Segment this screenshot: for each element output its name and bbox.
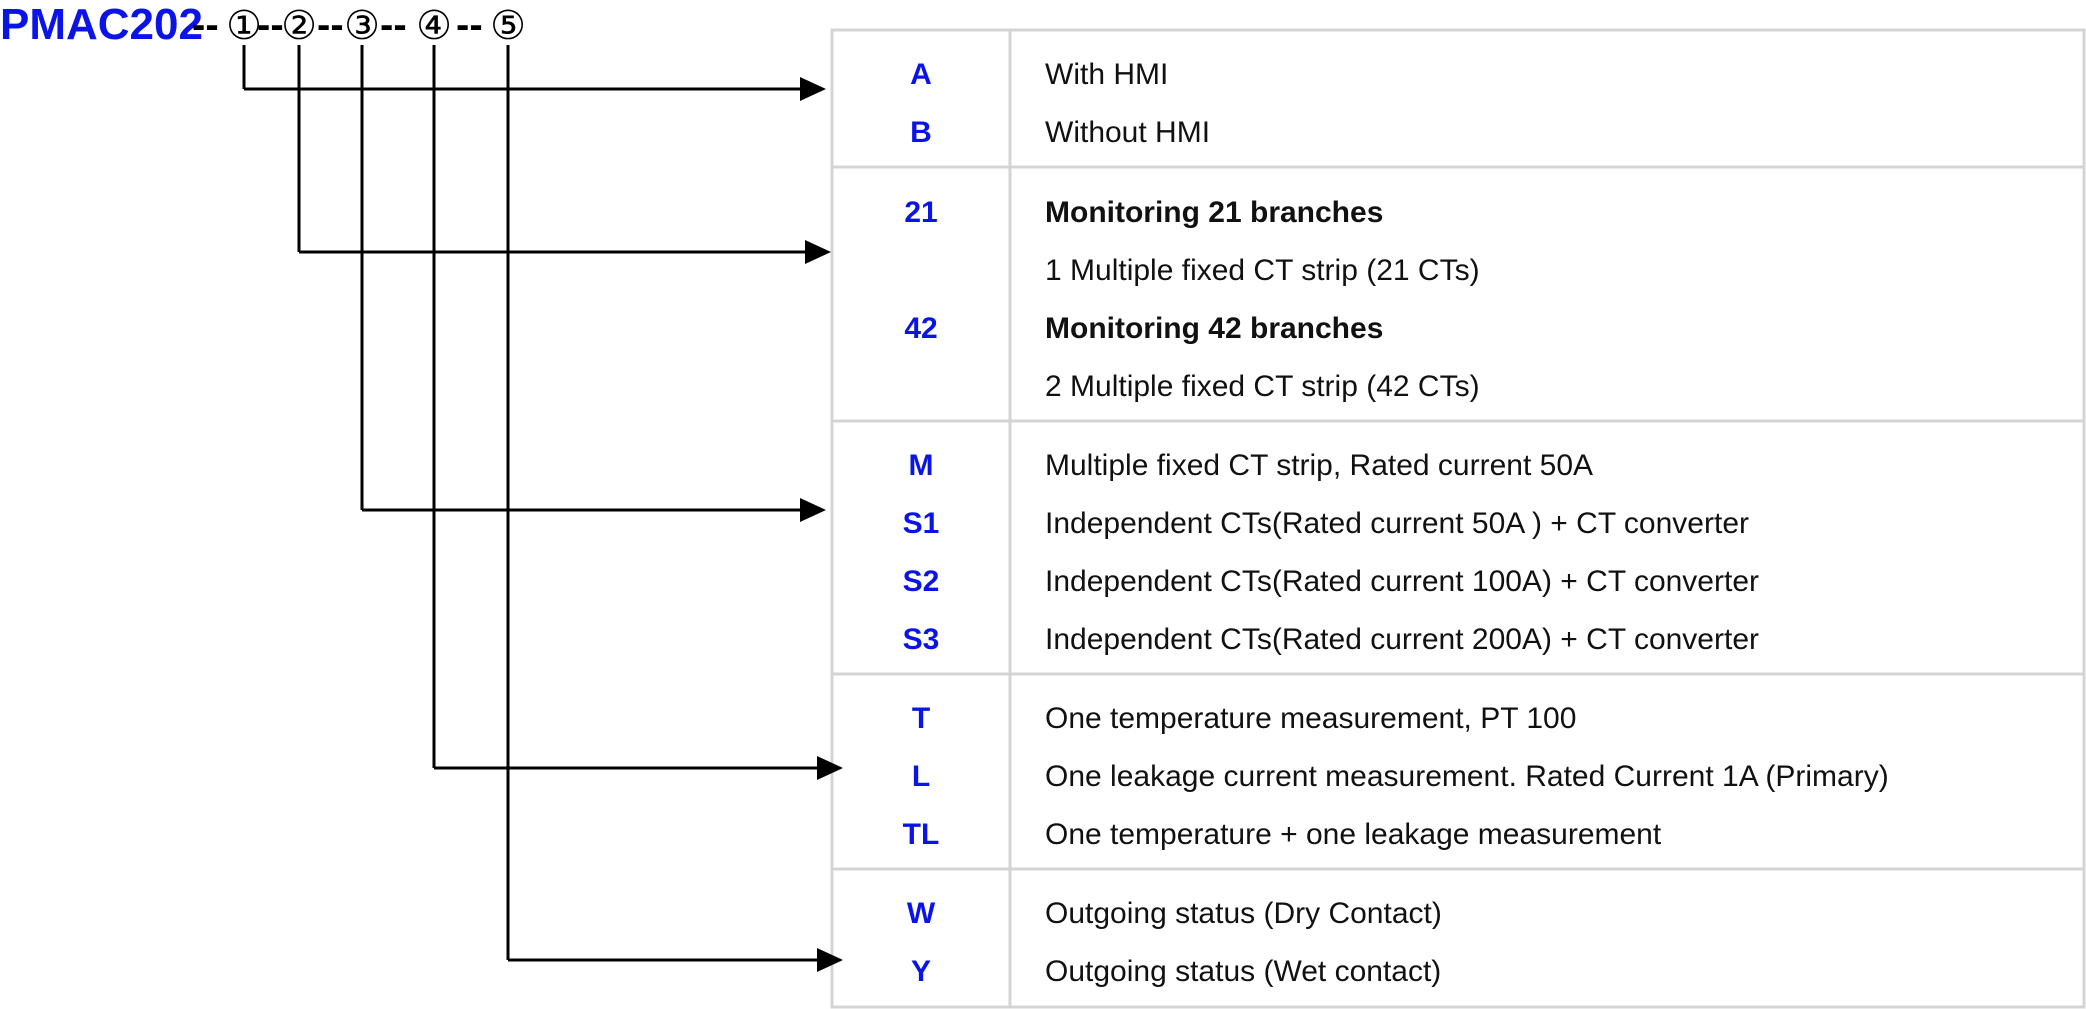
slot-number-1: ① (226, 3, 262, 49)
option-group-5: W Outgoing status (Dry Contact) Y Outgoing … (907, 897, 1442, 988)
part-number-header: PMAC202--①--②--③-- ④-- ⑤ (0, 0, 526, 49)
separator-dash: -- (192, 3, 219, 47)
option-description: Monitoring 42 branches (1045, 312, 1383, 345)
separator-dash: -- (317, 3, 344, 47)
separator-dash: -- (456, 3, 483, 47)
option-group-1: A With HMI B Without HMI (910, 58, 1210, 149)
option-code: S3 (903, 623, 940, 656)
model-name: PMAC202 (0, 0, 203, 49)
option-table: A With HMI B Without HMI 21 Monitoring 21 bra… (830, 28, 2086, 1009)
option-description: Without HMI (1045, 116, 1210, 149)
option-description: One temperature + one leakage measuremen… (1045, 818, 1662, 851)
connector-lines (242, 45, 843, 972)
connector-2 (297, 45, 831, 264)
table-border (830, 28, 2086, 1009)
option-code: 42 (904, 312, 937, 345)
option-code: A (910, 58, 932, 91)
separator-dash: -- (257, 3, 284, 47)
slot-number-5: ⑤ (490, 3, 526, 49)
option-description: With HMI (1045, 58, 1168, 91)
option-code: W (907, 897, 936, 930)
connector-4 (432, 45, 843, 780)
option-description: Outgoing status (Wet contact) (1045, 955, 1441, 988)
option-description: Multiple fixed CT strip, Rated current 5… (1045, 449, 1593, 482)
option-code: S2 (903, 565, 940, 598)
option-description: Independent CTs(Rated current 200A) + CT… (1045, 623, 1759, 656)
option-description: One temperature measurement, PT 100 (1045, 702, 1576, 735)
arrowhead-icon (817, 756, 843, 780)
option-code: T (912, 702, 930, 735)
option-code: B (910, 116, 932, 149)
option-code: Y (911, 955, 931, 988)
option-code: M (909, 449, 934, 482)
arrowhead-icon (800, 498, 826, 522)
option-description: Independent CTs(Rated current 50A ) + CT… (1045, 507, 1749, 540)
option-description: 2 Multiple fixed CT strip (42 CTs) (1045, 370, 1480, 403)
option-description: Monitoring 21 branches (1045, 196, 1383, 229)
arrowhead-icon (805, 240, 831, 264)
connector-5 (506, 45, 843, 972)
option-code: 21 (904, 196, 937, 229)
option-code: TL (903, 818, 940, 851)
connector-1 (242, 45, 826, 101)
slot-number-2: ② (281, 3, 317, 49)
option-group-3: M Multiple fixed CT strip, Rated current … (903, 449, 1759, 656)
arrowhead-icon (800, 77, 826, 101)
option-description: Outgoing status (Dry Contact) (1045, 897, 1442, 930)
arrowhead-icon (817, 948, 843, 972)
option-description: 1 Multiple fixed CT strip (21 CTs) (1045, 254, 1480, 287)
slot-number-4: ④ (416, 3, 452, 49)
slot-number-3: ③ (344, 3, 380, 49)
option-code: S1 (903, 507, 940, 540)
connector-3 (360, 45, 826, 522)
option-code: L (912, 760, 930, 793)
option-group-2: 21 Monitoring 21 branches 1 Multiple fixed… (904, 196, 1479, 403)
option-description: Independent CTs(Rated current 100A) + CT… (1045, 565, 1759, 598)
option-description: One leakage current measurement. Rated C… (1045, 760, 1889, 793)
separator-dash: -- (380, 3, 407, 47)
